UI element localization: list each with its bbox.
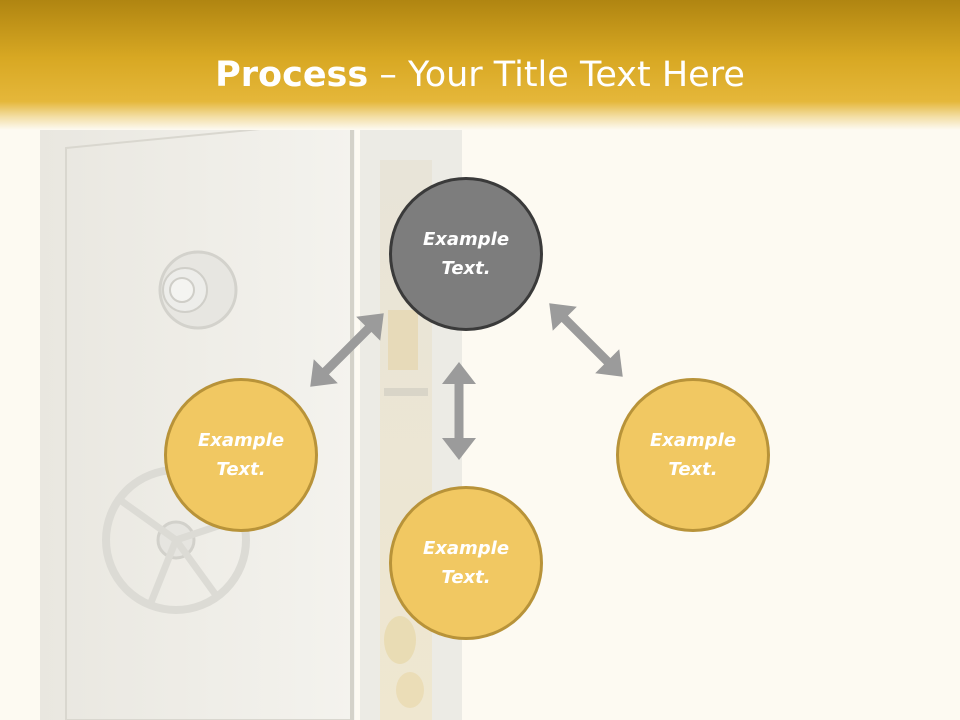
process-node-right[interactable]: Example Text. [616,378,770,532]
double-arrow-icon [442,362,476,460]
node-text: Example Text. [197,430,285,480]
slide-title: Process – Your Title Text Here [0,52,960,98]
process-node-bottom[interactable]: Example Text. [389,486,543,640]
node-text: Example Text. [649,430,737,480]
process-node-top[interactable]: Example Text. [389,177,543,331]
node-text: Example Text. [422,229,510,279]
title-bold: Process [215,55,369,95]
double-arrow-icon [549,303,623,377]
process-node-left[interactable]: Example Text. [164,378,318,532]
title-rest: – Your Title Text Here [368,55,745,95]
node-text: Example Text. [422,538,510,588]
double-arrow-icon [310,313,384,387]
title-bar [0,0,960,130]
